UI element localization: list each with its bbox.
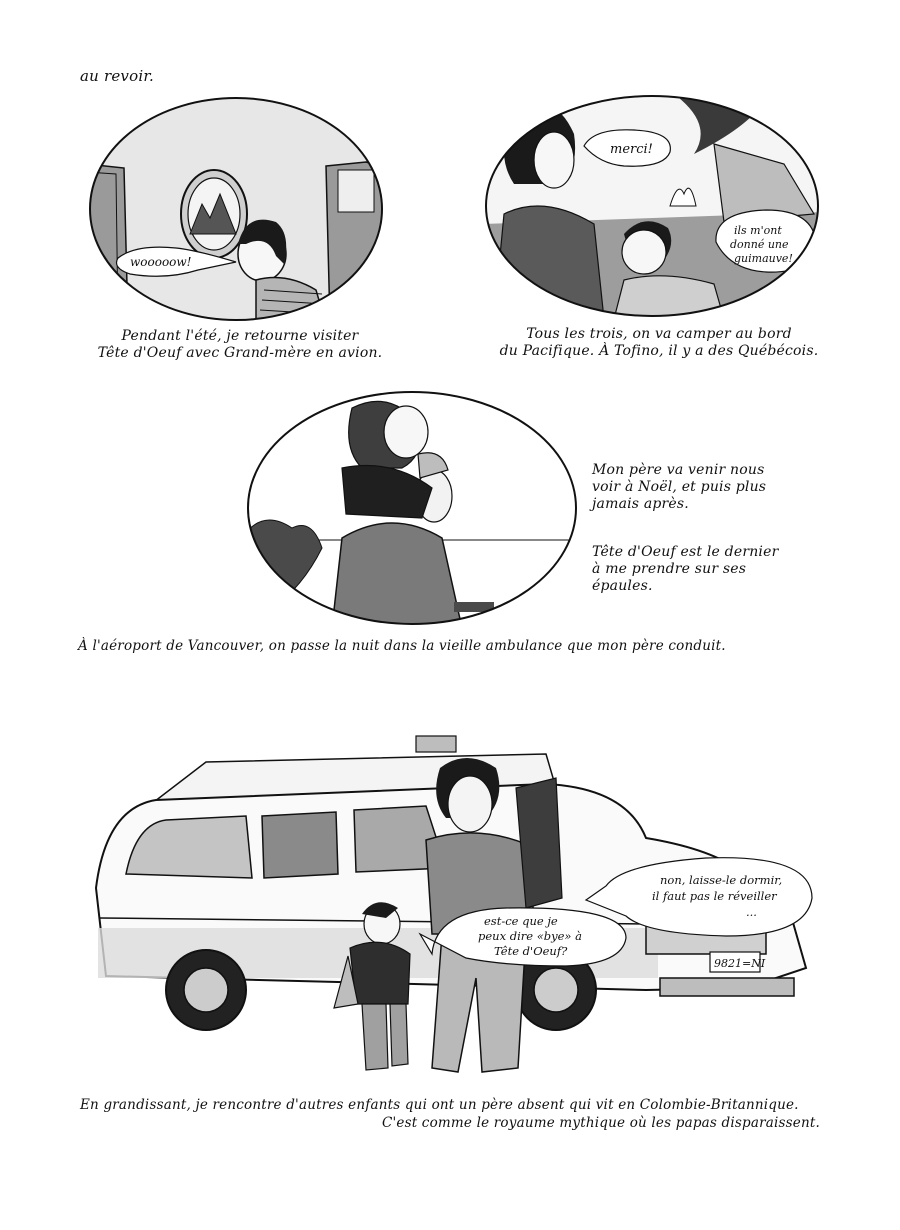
panel1-bubble-text: wooooow! [130,255,192,269]
panel2-bubble-mother: merci! [610,142,653,157]
panel-shoulders [247,391,577,625]
panel1-caption-line2: Tête d'Oeuf avec Grand-mère en avion. [97,345,383,361]
bottom-caption: En grandissant, je rencontre d'autres en… [80,1096,840,1132]
panel3-text1-line1: Mon père va venir nous [592,462,765,478]
panel2-caption: Tous les trois, on va camper au bord du … [494,326,824,360]
license-plate: 9821=NI [714,957,766,970]
ambulance-bubble-child-line3: Tête d'Oeuf? [494,944,568,958]
ambulance-bubble-child-line2: peux dire «bye» à [478,929,582,943]
panel-airplane: wooooow! [89,97,383,321]
panel2-caption-line1: Tous les trois, on va camper au bord [526,326,792,342]
airport-caption: À l'aéroport de Vancouver, on passe la n… [78,638,726,654]
panel-camping: merci! ils m'ont donné une guimauve! [485,95,819,317]
panel3-text2-line1: Tête d'Oeuf est le dernier [592,544,779,560]
panel-ambulance: 9821=NI est-ce que je peux dire «bye» à … [94,735,813,1073]
ambulance-bubble-child-line1: est-ce que je [484,914,558,928]
panel3-text1-line3: jamais après. [592,496,689,512]
panel2-bubble-child-line1: ils m'ont [734,224,782,237]
bottom-caption-line1: En grandissant, je rencontre d'autres en… [80,1097,799,1113]
panel3-text1-line2: voir à Noël, et puis plus [592,479,767,495]
top-text: au revoir. [80,67,155,85]
ambulance-bubble-mother-line1: non, laisse-le dormir, [660,873,782,887]
panel2-bubble-child-line2: donné une [730,238,789,251]
panel2-caption-line2: du Pacifique. À Tofino, il y a des Québé… [499,343,819,359]
bottom-caption-line2: C'est comme le royaume mythique où les p… [381,1115,820,1131]
ambulance-bubble-mother-line3: ... [746,905,757,919]
panel1-caption: Pendant l'été, je retourne visiter Tête … [90,328,390,362]
panel3-text1: Mon père va venir nous voir à Noël, et p… [592,462,792,513]
panel2-bubble-child-line3: guimauve! [734,252,793,265]
panel3-text2-line2: à me prendre sur ses épaules. [592,561,747,594]
ambulance-bubble-mother-line2: il faut pas le réveiller [652,889,778,903]
panel1-caption-line1: Pendant l'été, je retourne visiter [121,328,359,344]
panel3-text2: Tête d'Oeuf est le dernier à me prendre … [592,544,802,595]
